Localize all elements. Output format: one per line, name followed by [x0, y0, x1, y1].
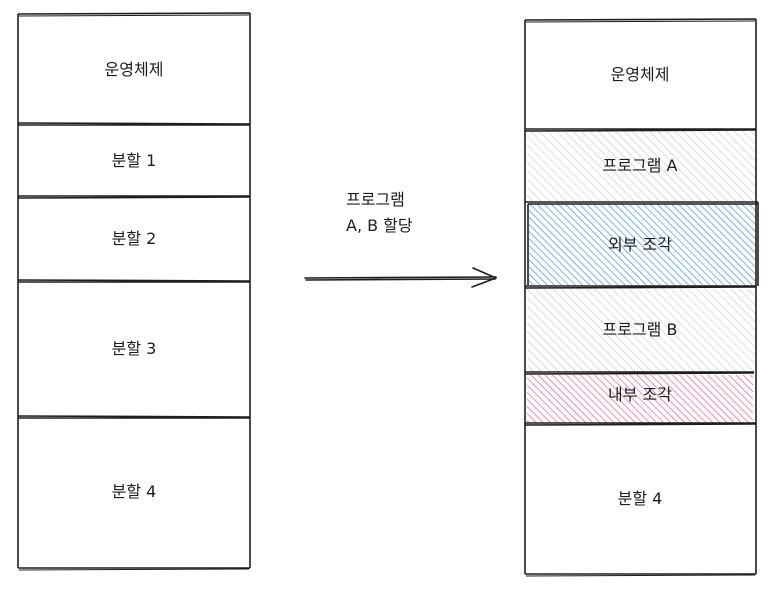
arrow-label-line1: 프로그램 — [346, 190, 405, 209]
after-block-os-label: 운영체제 — [611, 65, 670, 84]
after-block-program-b-label: 프로그램 B — [603, 320, 678, 339]
after-divider-4 — [524, 371, 755, 375]
before-column — [17, 12, 251, 571]
after-divider-5 — [524, 422, 757, 426]
before-outline — [17, 12, 251, 569]
after-internal-fragment-fill — [527, 375, 753, 423]
after-outline — [524, 18, 757, 575]
after-external-fragment-border — [527, 202, 759, 286]
before-block-os-label: 운영체제 — [105, 60, 164, 79]
allocation-arrow — [304, 267, 497, 288]
after-block-external-fragment-label: 외부 조각 — [608, 235, 672, 254]
after-column — [524, 18, 759, 577]
after-external-fragment-fill — [529, 204, 756, 285]
before-block-partition2-label: 분할 2 — [112, 229, 157, 248]
after-divider-1 — [524, 128, 757, 132]
after-block-program-a-label: 프로그램 A — [603, 156, 678, 175]
after-divider-3 — [524, 285, 757, 289]
before-block-partition1-label: 분할 1 — [112, 151, 157, 170]
arrow-label-line2: A, B 할당 — [346, 216, 413, 235]
before-block-partition4-label: 분할 4 — [112, 482, 157, 501]
after-program-b-fill — [527, 289, 755, 372]
after-program-a-fill — [527, 131, 755, 201]
after-divider-2 — [525, 201, 758, 205]
before-block-partition3-label: 분할 3 — [112, 339, 157, 358]
before-divider-2 — [17, 195, 251, 199]
after-labels: 운영체제 프로그램 A 외부 조각 프로그램 B 내부 조각 분할 4 — [603, 65, 678, 508]
before-labels: 운영체제 분할 1 분할 2 분할 3 분할 4 — [105, 60, 164, 501]
after-block-partition4-label: 분할 4 — [618, 489, 663, 508]
before-divider-3 — [17, 279, 251, 283]
before-divider-4 — [17, 415, 251, 419]
before-divider-1 — [17, 122, 251, 126]
after-block-internal-fragment-label: 내부 조각 — [608, 385, 672, 404]
